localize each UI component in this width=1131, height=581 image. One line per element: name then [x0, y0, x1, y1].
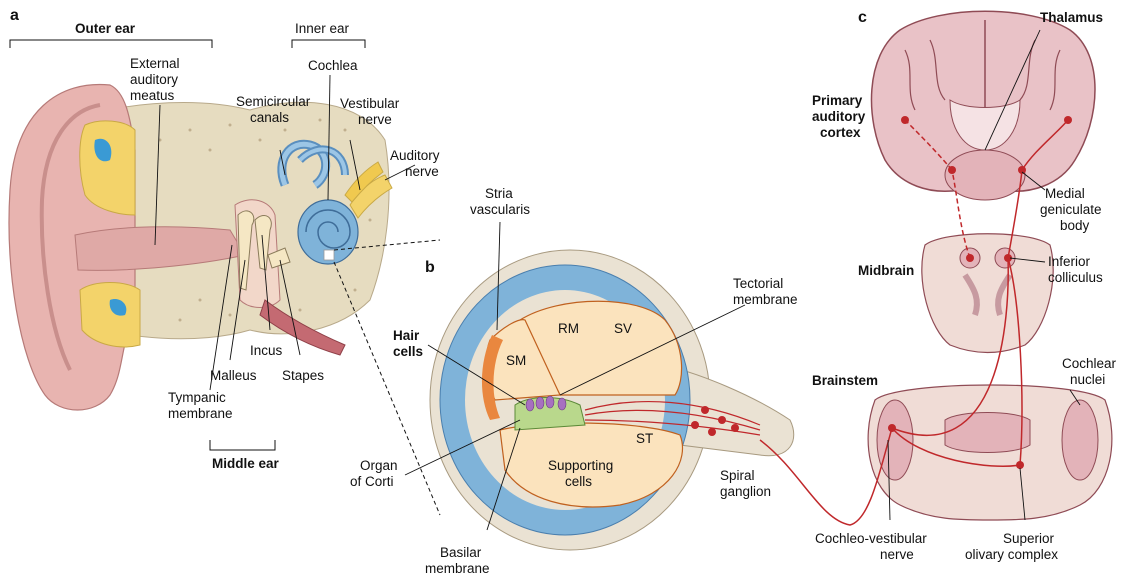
- label-external-auditory-meatus-3: meatus: [130, 88, 175, 103]
- panel-a-ear: [9, 84, 392, 410]
- label-supporting-cells-2: cells: [565, 474, 592, 489]
- label-cochlear-nuclei-2: nuclei: [1070, 372, 1105, 387]
- label-tympanic-membrane-1: Tympanic: [168, 390, 226, 405]
- label-inner-ear: Inner ear: [295, 21, 350, 36]
- label-medial-geniculate-body-3: body: [1060, 218, 1090, 233]
- label-st: ST: [636, 431, 653, 446]
- label-tectorial-membrane-2: membrane: [733, 292, 798, 307]
- label-sm: SM: [506, 353, 526, 368]
- label-external-auditory-meatus-1: External: [130, 56, 180, 71]
- label-rm: RM: [558, 321, 579, 336]
- label-tectorial-membrane-1: Tectorial: [733, 276, 783, 291]
- label-stria-vascularis-2: vascularis: [470, 202, 530, 217]
- label-brainstem: Brainstem: [812, 373, 878, 388]
- panel-b-cochlea: [334, 240, 794, 550]
- label-hair-cells-2: cells: [393, 344, 423, 359]
- label-malleus: Malleus: [210, 368, 257, 383]
- label-incus: Incus: [250, 343, 283, 358]
- label-cochlear-nuclei-1: Cochlear: [1062, 356, 1117, 371]
- label-primary-auditory-cortex-3: cortex: [820, 125, 861, 140]
- label-inferior-colliculus-1: Inferior: [1048, 254, 1091, 269]
- label-vestibular-nerve-1: Vestibular: [340, 96, 400, 111]
- label-supporting-cells-1: Supporting: [548, 458, 613, 473]
- panel-letter-b: b: [425, 259, 435, 276]
- label-basilar-membrane-1: Basilar: [440, 545, 482, 560]
- panel-letter-c: c: [858, 9, 867, 26]
- label-superior-olivary-complex-2: olivary complex: [965, 547, 1058, 562]
- label-semicircular-canals-1: Semicircular: [236, 94, 311, 109]
- label-inferior-colliculus-2: colliculus: [1048, 270, 1103, 285]
- label-cochleo-vestibular-nerve-1: Cochleo-vestibular: [815, 531, 927, 546]
- label-external-auditory-meatus-2: auditory: [130, 72, 178, 87]
- label-auditory-nerve-2: nerve: [405, 164, 439, 179]
- label-auditory-nerve-1: Auditory: [390, 148, 440, 163]
- label-medial-geniculate-body-1: Medial: [1045, 186, 1085, 201]
- label-middle-ear: Middle ear: [212, 456, 280, 471]
- label-hair-cells-1: Hair: [393, 328, 420, 343]
- label-organ-of-corti-1: Organ: [360, 458, 398, 473]
- label-primary-auditory-cortex-2: auditory: [812, 109, 866, 124]
- label-stapes: Stapes: [282, 368, 324, 383]
- label-spiral-ganglion-2: ganglion: [720, 484, 771, 499]
- label-midbrain: Midbrain: [858, 263, 914, 278]
- label-semicircular-canals-2: canals: [250, 110, 289, 125]
- label-organ-of-corti-2: of Corti: [350, 474, 394, 489]
- label-cochlea: Cochlea: [308, 58, 358, 73]
- label-basilar-membrane-2: membrane: [425, 561, 490, 576]
- label-superior-olivary-complex-1: Superior: [1003, 531, 1055, 546]
- panel-letter-a: a: [10, 7, 19, 24]
- label-tympanic-membrane-2: membrane: [168, 406, 233, 421]
- label-spiral-ganglion-1: Spiral: [720, 468, 755, 483]
- label-primary-auditory-cortex-1: Primary: [812, 93, 863, 108]
- label-medial-geniculate-body-2: geniculate: [1040, 202, 1102, 217]
- label-stria-vascularis-1: Stria: [485, 186, 513, 201]
- midbrain-section: [922, 234, 1053, 353]
- label-vestibular-nerve-2: nerve: [358, 112, 392, 127]
- label-outer-ear: Outer ear: [75, 21, 136, 36]
- label-thalamus: Thalamus: [1040, 10, 1103, 25]
- label-sv: SV: [614, 321, 632, 336]
- label-cochleo-vestibular-nerve-2: nerve: [880, 547, 914, 562]
